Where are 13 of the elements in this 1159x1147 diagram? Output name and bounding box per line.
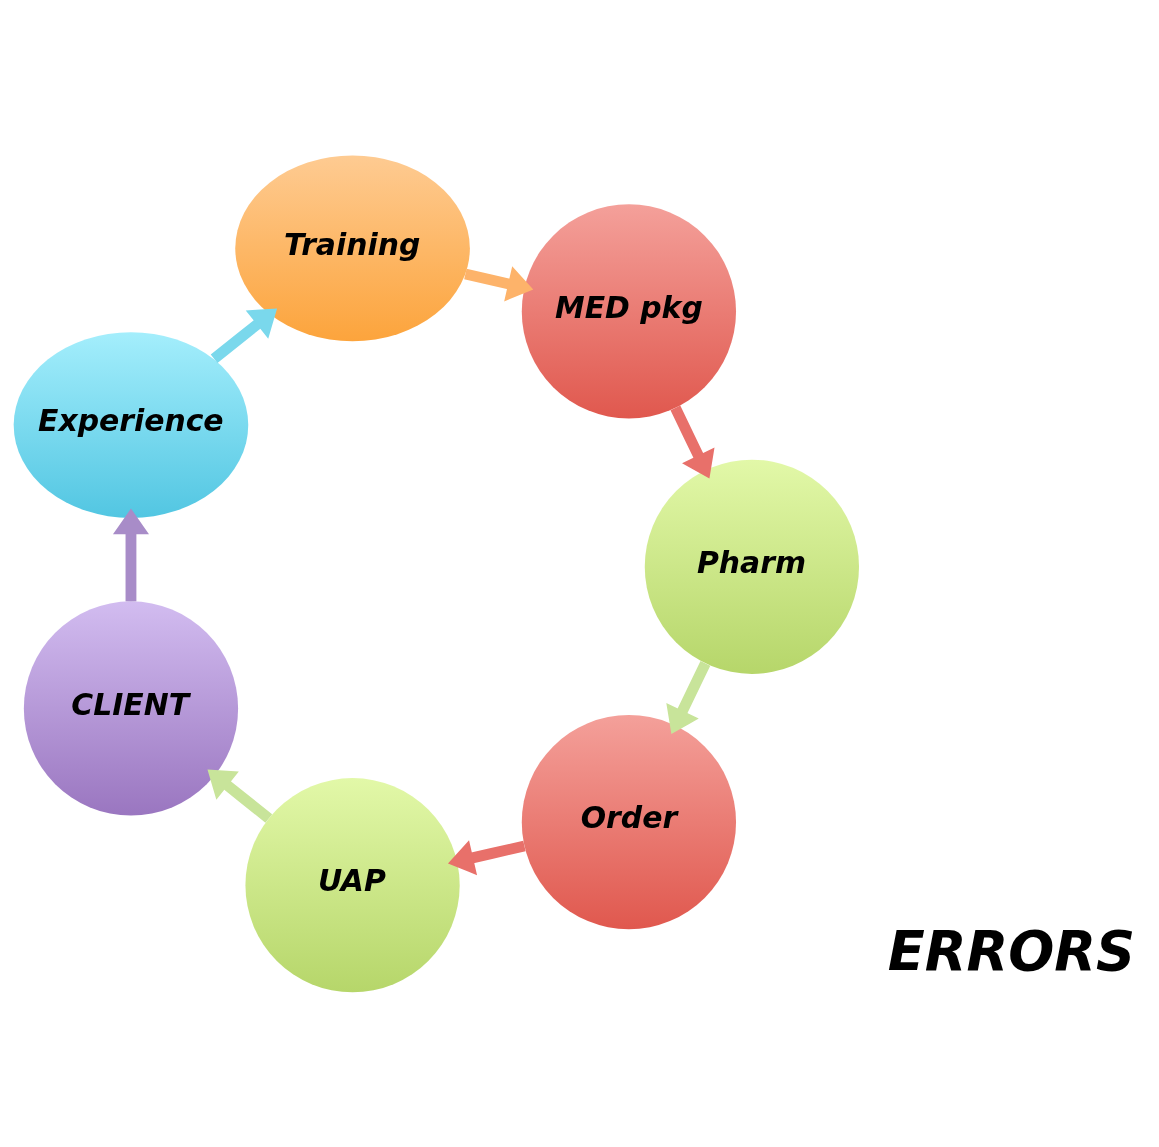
node-circle: UAP <box>245 777 460 992</box>
arrow <box>447 839 526 875</box>
arrow <box>670 405 715 479</box>
node-circle: Order <box>521 714 737 929</box>
node-circle: Pharm <box>644 459 859 674</box>
label: ERRORS <box>887 919 1136 983</box>
arrow <box>207 769 273 823</box>
node-circle: MED pkg <box>521 203 737 418</box>
arrow <box>666 660 711 734</box>
arrow <box>464 265 534 301</box>
arrow <box>112 508 149 601</box>
arrow <box>210 308 278 363</box>
node-ellipse: Experience <box>13 331 249 518</box>
